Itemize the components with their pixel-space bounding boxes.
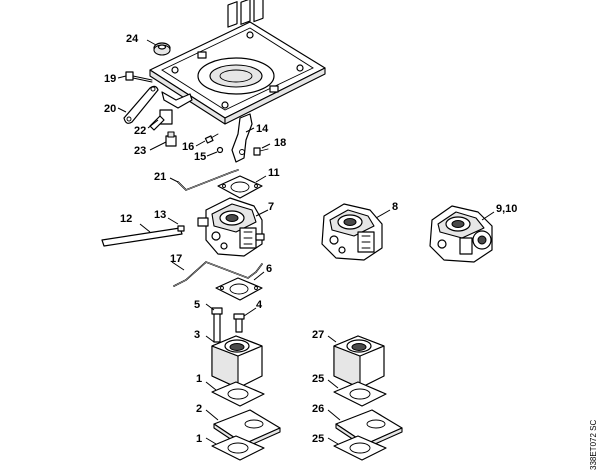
part-16-screw xyxy=(195,133,219,147)
part-21-rod xyxy=(169,169,239,191)
part-5-bolt xyxy=(205,303,223,343)
callout-6: 6 xyxy=(266,263,272,275)
callout-9-10: 9,10 xyxy=(496,203,517,215)
part-25-gasket-lower xyxy=(327,435,387,461)
part-9-10-carburetor xyxy=(429,205,495,263)
callout-5: 5 xyxy=(194,299,200,311)
callout-19: 19 xyxy=(104,73,116,85)
callout-20: 20 xyxy=(104,103,116,115)
callout-17: 17 xyxy=(170,253,182,265)
part-13-pin xyxy=(167,217,185,232)
part-8-carburetor xyxy=(321,203,391,261)
callout-11: 11 xyxy=(268,167,280,179)
part-19-screw xyxy=(117,71,153,83)
callout-21: 21 xyxy=(154,171,166,183)
part-7-carburetor xyxy=(197,197,269,257)
callout-2: 2 xyxy=(196,403,202,415)
part-1-gasket-lower xyxy=(205,435,265,461)
callout-25-upper: 25 xyxy=(312,373,324,385)
callout-16: 16 xyxy=(182,141,194,153)
callout-7: 7 xyxy=(268,201,274,213)
part-24-grommet xyxy=(146,39,171,56)
callout-12: 12 xyxy=(120,213,132,225)
part-12-rod xyxy=(101,223,183,247)
callout-18: 18 xyxy=(274,137,286,149)
callout-27: 27 xyxy=(312,329,324,341)
part-27-manifold xyxy=(327,335,385,389)
part-25-gasket-upper xyxy=(327,379,387,407)
part-15-washer xyxy=(206,146,224,157)
callout-23: 23 xyxy=(134,145,146,157)
part-17-rod xyxy=(171,261,263,287)
callout-15: 15 xyxy=(194,151,206,163)
part-20-link xyxy=(117,85,159,124)
callout-13: 13 xyxy=(154,209,166,221)
callout-24: 24 xyxy=(126,33,139,45)
part-11-gasket xyxy=(217,175,267,199)
part-6-gasket xyxy=(215,271,265,301)
callout-1-upper: 1 xyxy=(196,373,202,385)
callout-22: 22 xyxy=(134,125,146,137)
callout-25-lower: 25 xyxy=(312,433,324,445)
part-3-manifold xyxy=(205,335,263,389)
part-4-bolt xyxy=(233,307,257,333)
callout-3: 3 xyxy=(194,329,200,341)
callout-4: 4 xyxy=(256,299,263,311)
callout-26: 26 xyxy=(312,403,324,415)
part-18-screw xyxy=(253,143,271,156)
callout-1-lower: 1 xyxy=(196,433,202,445)
drawing-code: 338ET072 SC xyxy=(589,420,598,470)
part-1-gasket-upper xyxy=(205,381,265,407)
callout-8: 8 xyxy=(392,201,398,213)
part-22-lever xyxy=(147,91,193,131)
callout-14: 14 xyxy=(256,123,269,135)
part-14-lever xyxy=(231,113,255,163)
part-23-fitting xyxy=(149,131,177,151)
